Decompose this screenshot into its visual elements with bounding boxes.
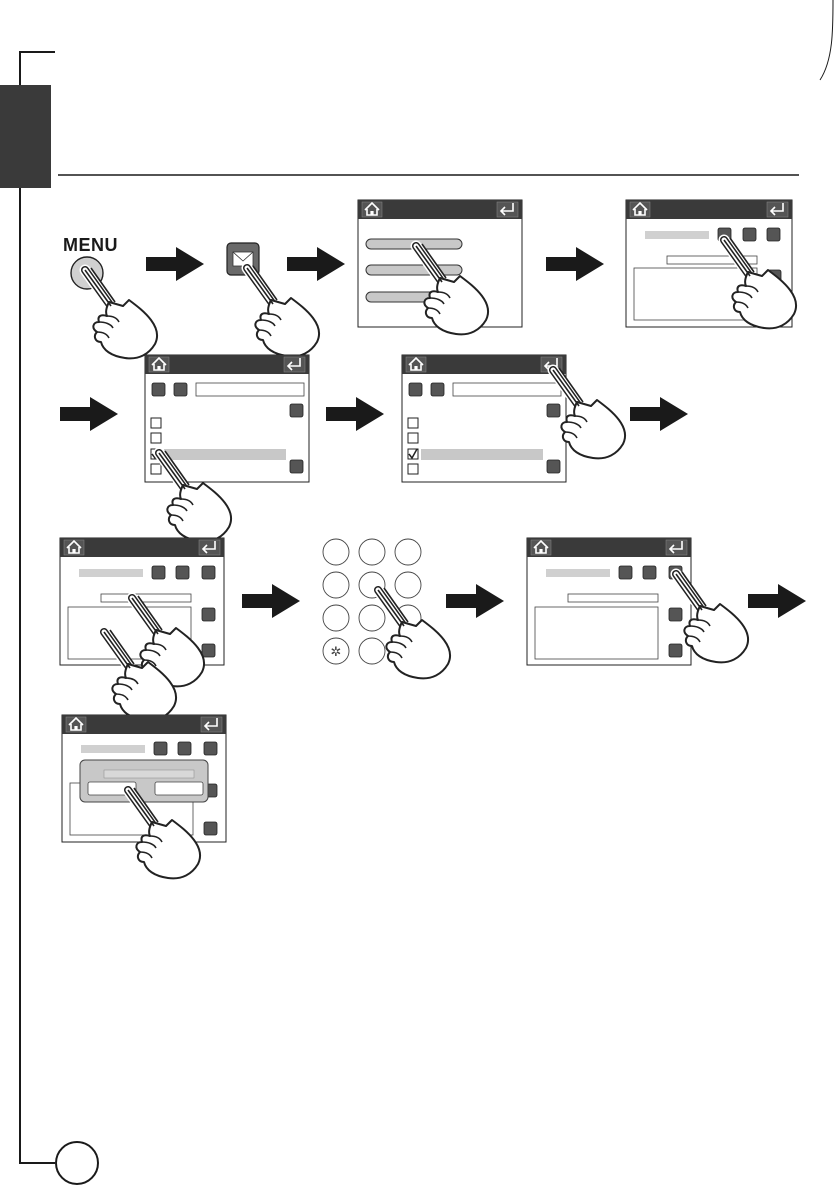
contact-checkbox[interactable] [151, 418, 161, 428]
next-step-arrow-icon [146, 247, 204, 281]
screen-compose-send [527, 538, 748, 665]
keypad: ✲ [323, 539, 450, 678]
send-button[interactable] [202, 566, 215, 579]
tapping-hand-icon [247, 266, 319, 356]
tapping-hand-icon [85, 268, 157, 358]
next-step-arrow-icon [748, 584, 806, 618]
scroll-down-button[interactable] [547, 460, 560, 473]
tapping-hand-icon [378, 588, 450, 678]
scroll-down-button[interactable] [669, 644, 682, 657]
screen-compose [626, 200, 796, 328]
plus-button[interactable] [619, 566, 632, 579]
send-button[interactable] [204, 742, 217, 755]
clear-button[interactable] [176, 566, 189, 579]
contact-checkbox[interactable] [408, 433, 418, 443]
clear-button[interactable] [178, 742, 191, 755]
next-step-arrow-icon [326, 397, 384, 431]
next-step-arrow-icon [287, 247, 345, 281]
keypad-key[interactable] [359, 638, 385, 664]
recipient-field[interactable] [645, 231, 709, 239]
screen-contact-list [145, 355, 309, 541]
plus-button[interactable] [152, 566, 165, 579]
page-number-circle [56, 1142, 98, 1184]
confirm-no-button[interactable] [155, 782, 203, 795]
next-step-arrow-icon [546, 247, 604, 281]
contact-checkbox[interactable] [408, 464, 418, 474]
next-step-arrow-icon [242, 584, 300, 618]
back-button[interactable] [767, 202, 788, 217]
next-step-arrow-icon [630, 397, 688, 431]
clear-button[interactable] [643, 566, 656, 579]
contact-list-icon[interactable] [409, 383, 422, 396]
message-body[interactable] [535, 607, 658, 659]
search-field[interactable] [196, 383, 304, 396]
back-button[interactable] [666, 540, 687, 555]
back-button[interactable] [201, 717, 222, 732]
contact-list-icon[interactable] [174, 383, 187, 396]
keypad-key[interactable] [323, 605, 349, 631]
contact-checkbox[interactable] [151, 464, 161, 474]
screen-contact-list-checked [402, 355, 625, 482]
step-menu-button [71, 257, 157, 358]
contact-checkbox[interactable] [408, 418, 418, 428]
keypad-key[interactable] [359, 539, 385, 565]
chapter-tab [0, 85, 51, 188]
scroll-up-button[interactable] [669, 608, 682, 621]
keypad-key[interactable] [323, 572, 349, 598]
selected-row [164, 449, 286, 460]
scroll-up-button[interactable] [202, 608, 215, 621]
screen-message-menu [358, 200, 522, 334]
back-button[interactable] [284, 357, 305, 372]
scroll-down-button[interactable] [202, 644, 215, 657]
back-button[interactable] [199, 540, 220, 555]
scroll-up-button[interactable] [547, 404, 560, 417]
search-field[interactable] [453, 383, 561, 396]
screen-compose-fields [60, 538, 224, 720]
screen-send-confirm [62, 715, 226, 878]
scroll-up-button[interactable] [290, 404, 303, 417]
scroll-down-button[interactable] [204, 822, 217, 835]
keypad-key[interactable] [395, 572, 421, 598]
keypad-key[interactable] [323, 539, 349, 565]
send-button[interactable] [767, 228, 780, 241]
contact-checkbox[interactable] [151, 433, 161, 443]
keypad-key[interactable] [395, 539, 421, 565]
back-button[interactable] [497, 202, 518, 217]
menu-button-label: MENU [63, 235, 118, 256]
next-step-arrow-icon [60, 397, 118, 431]
recipient-field[interactable] [546, 569, 610, 577]
clear-button[interactable] [743, 228, 756, 241]
next-step-arrow-icon [446, 584, 504, 618]
recipient-field[interactable] [81, 745, 145, 753]
subject-field[interactable] [101, 594, 191, 602]
confirm-dialog [80, 760, 208, 802]
scroll-down-button[interactable] [290, 460, 303, 473]
recipient-field[interactable] [79, 569, 143, 577]
plus-button[interactable] [154, 742, 167, 755]
star-key-label: ✲ [331, 645, 342, 660]
dialog-message [104, 770, 194, 778]
menu-option-2[interactable] [366, 265, 462, 275]
contact-list-icon[interactable] [431, 383, 444, 396]
subject-field[interactable] [568, 594, 658, 602]
selected-row [421, 449, 543, 460]
keypad-key[interactable] [359, 605, 385, 631]
contact-list-icon[interactable] [152, 383, 165, 396]
